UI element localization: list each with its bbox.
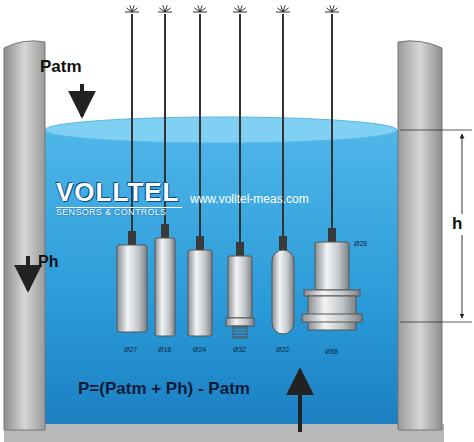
brand-tagline: SENSORS & CONTROLS <box>56 207 182 218</box>
pressure-arrow <box>26 256 30 290</box>
annotation: Patm <box>40 58 82 77</box>
level-transmitter <box>155 5 175 336</box>
tank-wall <box>4 41 45 430</box>
logo-box: VOLLTELSENSORS & CONTROLS <box>52 176 186 222</box>
brand-name: VOLLTEL <box>56 178 182 207</box>
dimension-label: Ø18 <box>158 346 171 354</box>
dimension-label: Ø22 <box>276 346 289 354</box>
tank-floor <box>4 424 444 442</box>
tank-wall <box>398 41 442 430</box>
dimension-label: Ø88 <box>325 348 338 356</box>
dimension-label: Ø28 <box>354 240 367 248</box>
level-transmitter <box>117 5 147 332</box>
formula: P=(Patm + Ph) - Patm <box>78 380 250 399</box>
level-transmitter <box>272 5 294 334</box>
extension-line <box>400 322 472 323</box>
dimension-label: Ø32 <box>233 346 246 354</box>
extension-line <box>400 130 472 131</box>
liquid <box>45 130 398 424</box>
level-transmitter <box>302 5 362 330</box>
annotation: Ph <box>38 253 58 271</box>
annotation: h <box>450 214 464 235</box>
dimension-label: Ø27 <box>124 346 137 354</box>
level-transmitter <box>188 5 212 336</box>
pressure-arrow <box>298 370 302 432</box>
level-transmitter <box>226 5 254 338</box>
liquid-surface <box>45 117 397 143</box>
pressure-arrow <box>80 84 84 116</box>
dimension-label: Ø24 <box>193 346 206 354</box>
annotation: www.volltel-meas.com <box>190 193 309 206</box>
